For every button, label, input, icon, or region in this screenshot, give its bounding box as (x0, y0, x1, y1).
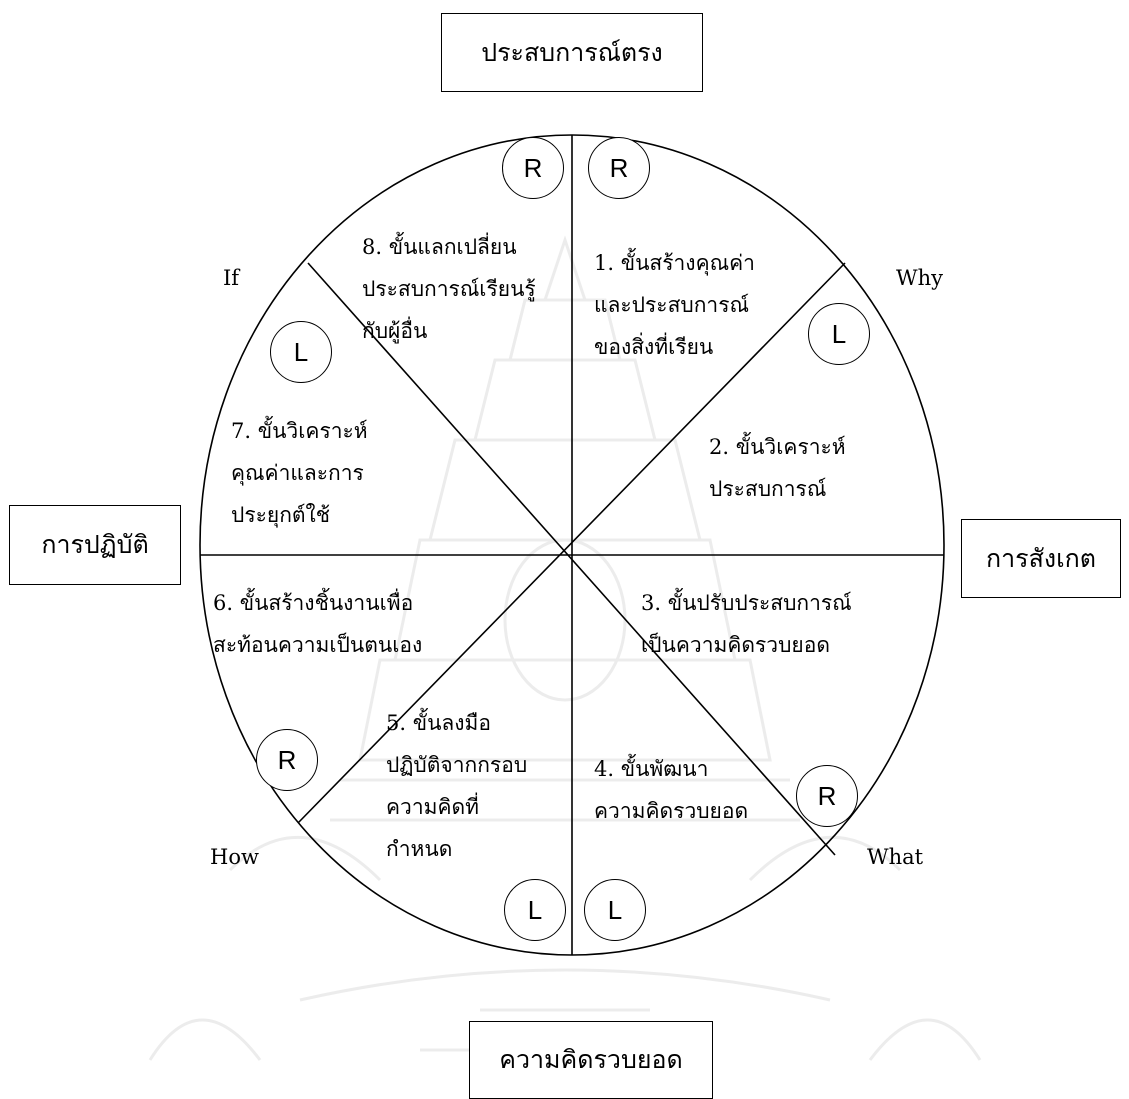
question-if: If (223, 266, 239, 290)
badge-left-lower: R (256, 729, 318, 791)
pole-box-top: ประสบการณ์ตรง (441, 13, 703, 92)
step-5-line-3: ความคิดที่ (386, 786, 527, 828)
badge-right-lower: R (796, 765, 858, 827)
pole-label-top: ประสบการณ์ตรง (481, 33, 663, 73)
question-how: How (210, 845, 259, 869)
badge-top-left: R (502, 137, 564, 199)
step-3-line-1: 3. ขั้นปรับประสบการณ์ (641, 582, 852, 624)
step-8-line-3: กับผู้อื่น (362, 310, 536, 352)
step-7-line-1: 7. ขั้นวิเคราะห์ (231, 410, 368, 452)
step-2-line-1: 2. ขั้นวิเคราะห์ (709, 426, 846, 468)
step-7-line-3: ประยุกต์ใช้ (231, 494, 368, 536)
step-5-line-1: 5. ขั้นลงมือ (386, 702, 527, 744)
pole-label-left: การปฏิบัติ (41, 525, 148, 565)
step-3-line-2: เป็นความคิดรวบยอด (641, 624, 852, 666)
step-8-line-1: 8. ขั้นแลกเปลี่ยน (362, 226, 536, 268)
pole-box-bottom: ความคิดรวบยอด (469, 1021, 713, 1099)
badge-top-right: R (588, 137, 650, 199)
pole-box-right: การสังเกต (961, 519, 1121, 598)
step-8-line-2: ประสบการณ์เรียนรู้ (362, 268, 536, 310)
badge-bottom-left: L (504, 879, 566, 941)
step-4-line-2: ความคิดรวบยอด (594, 790, 748, 832)
badge-right-upper: L (808, 303, 870, 365)
question-why: Why (896, 266, 943, 290)
step-1-line-2: และประสบการณ์ (594, 284, 755, 326)
pole-label-right: การสังเกต (986, 539, 1096, 579)
step-4-line-1: 4. ขั้นพัฒนา (594, 748, 748, 790)
step-6-line-2: สะท้อนความเป็นตนเอง (213, 624, 422, 666)
pole-label-bottom: ความคิดรวบยอด (499, 1040, 682, 1080)
pole-box-left: การปฏิบัติ (9, 505, 181, 585)
step-1: 1. ขั้นสร้างคุณค่า และประสบการณ์ ของสิ่ง… (594, 242, 755, 368)
step-2-line-2: ประสบการณ์ (709, 468, 846, 510)
step-1-line-3: ของสิ่งที่เรียน (594, 326, 755, 368)
badge-bottom-right: L (584, 879, 646, 941)
step-5: 5. ขั้นลงมือ ปฏิบัติจากกรอบ ความคิดที่ ก… (386, 702, 527, 870)
step-1-line-1: 1. ขั้นสร้างคุณค่า (594, 242, 755, 284)
step-2: 2. ขั้นวิเคราะห์ ประสบการณ์ (709, 426, 846, 510)
step-7: 7. ขั้นวิเคราะห์ คุณค่าและการ ประยุกต์ใช… (231, 410, 368, 536)
step-4: 4. ขั้นพัฒนา ความคิดรวบยอด (594, 748, 748, 832)
step-6-line-1: 6. ขั้นสร้างชิ้นงานเพื่อ (213, 582, 422, 624)
badge-left-upper: L (270, 321, 332, 383)
step-3: 3. ขั้นปรับประสบการณ์ เป็นความคิดรวบยอด (641, 582, 852, 666)
step-6: 6. ขั้นสร้างชิ้นงานเพื่อ สะท้อนความเป็นต… (213, 582, 422, 666)
step-8: 8. ขั้นแลกเปลี่ยน ประสบการณ์เรียนรู้ กับ… (362, 226, 536, 352)
question-what: What (867, 845, 923, 869)
step-5-line-4: กำหนด (386, 828, 527, 870)
step-5-line-2: ปฏิบัติจากกรอบ (386, 744, 527, 786)
step-7-line-2: คุณค่าและการ (231, 452, 368, 494)
